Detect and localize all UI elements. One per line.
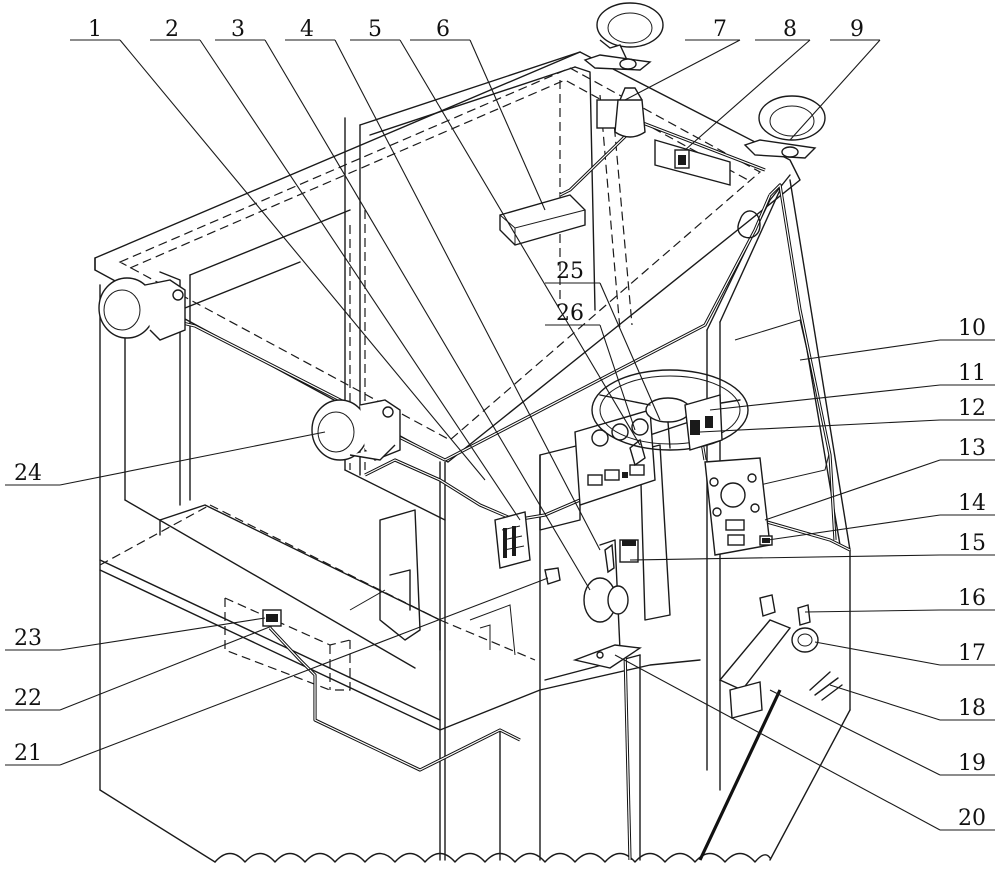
callout-label-8: 8 — [783, 17, 797, 42]
callout-label-24: 24 — [14, 461, 42, 486]
callout-label-18: 18 — [958, 696, 986, 721]
callout-label-14: 14 — [958, 491, 986, 516]
callout-label-17: 17 — [958, 641, 986, 666]
callout-label-11: 11 — [958, 361, 986, 386]
callout-label-4: 4 — [300, 17, 314, 42]
side-control-panel — [704, 457, 771, 556]
callout-label-20: 20 — [958, 806, 986, 831]
callout-label-7: 7 — [713, 17, 727, 42]
callout-label-23: 23 — [14, 626, 42, 651]
callout-label-16: 16 — [958, 586, 986, 611]
callout-label-2: 2 — [165, 17, 179, 42]
fuse-box — [494, 511, 531, 569]
roof-work-lamp-rear — [743, 95, 826, 159]
connector-plug — [759, 535, 773, 546]
callout-labels: 1 2 3 4 5 6 7 8 9 10 11 12 13 14 15 16 1… — [14, 17, 986, 831]
label-leaders — [5, 39, 995, 831]
callout-label-3: 3 — [231, 17, 245, 42]
callout-label-5: 5 — [368, 17, 382, 42]
brake-pedal-bracket — [572, 577, 642, 669]
door-switch-group — [718, 594, 843, 719]
callout-label-26: 26 — [556, 301, 584, 326]
interior-lamp-box — [499, 194, 586, 246]
steering-wheel — [591, 369, 749, 451]
callout-label-12: 12 — [958, 396, 986, 421]
wiring-harness — [134, 118, 851, 861]
callout-label-13: 13 — [958, 436, 986, 461]
callout-label-22: 22 — [14, 686, 42, 711]
callout-label-10: 10 — [958, 316, 986, 341]
callout-label-21: 21 — [14, 741, 42, 766]
rocker-switch — [604, 539, 639, 574]
callout-label-6: 6 — [436, 17, 450, 42]
callout-label-9: 9 — [850, 17, 864, 42]
small-fitting — [544, 567, 561, 585]
roof-work-lamp-front — [583, 2, 664, 71]
roof-switch-box — [654, 139, 731, 186]
callout-label-1: 1 — [88, 17, 102, 42]
callout-label-25: 25 — [556, 259, 584, 284]
instrument-panel — [574, 409, 656, 506]
callout-label-19: 19 — [958, 751, 986, 776]
combination-switch — [684, 394, 723, 451]
front-work-lamp-left — [98, 277, 186, 341]
seat-connector — [262, 609, 282, 627]
cab-frame — [94, 51, 851, 863]
front-work-lamp-right — [311, 399, 401, 461]
beacon-lamp — [596, 87, 646, 138]
callout-label-15: 15 — [958, 531, 986, 556]
